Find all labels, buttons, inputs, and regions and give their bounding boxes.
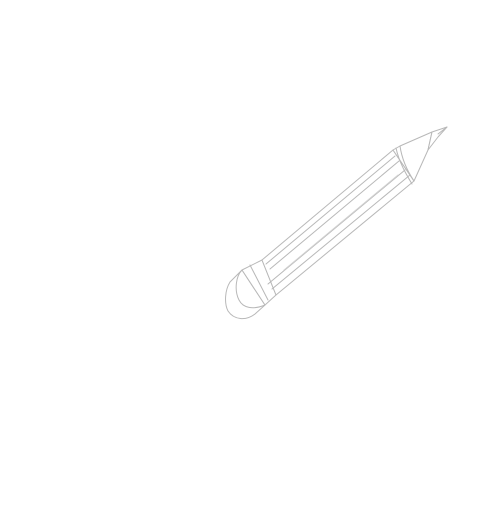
eraser-seam bbox=[235, 269, 266, 309]
pencil-eraser bbox=[225, 269, 266, 319]
pencil-lead bbox=[427, 126, 448, 151]
pencil-barrel bbox=[261, 149, 415, 296]
